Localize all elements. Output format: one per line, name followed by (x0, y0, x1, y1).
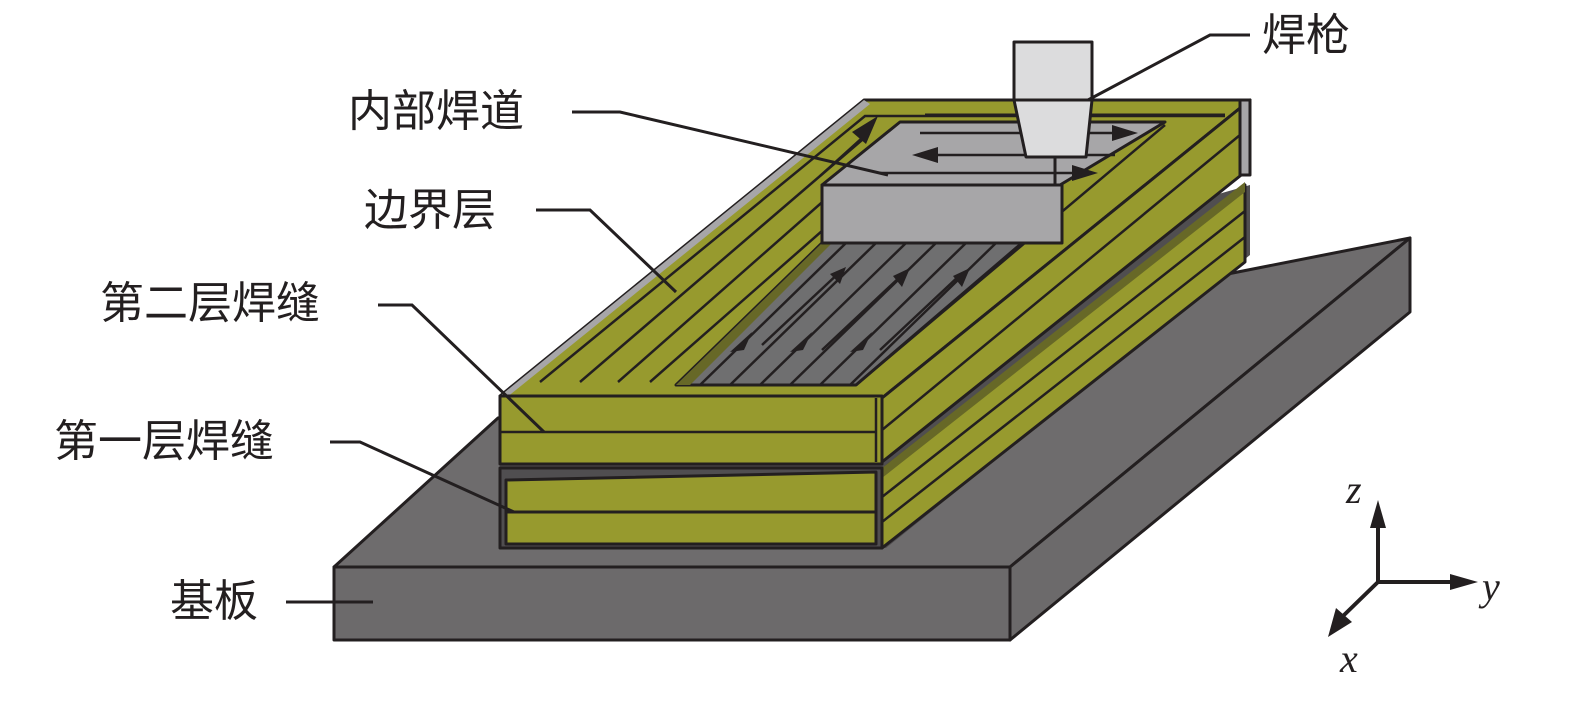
leader-lines (286, 33, 1250, 604)
leader-first-layer (330, 440, 515, 514)
leader-boundary-layer (536, 208, 678, 294)
leader-inner-bead (572, 110, 889, 177)
label-boundary-layer: 边界层 (364, 185, 496, 236)
inner-bead-lines (699, 242, 997, 386)
label-second-layer-weld: 第二层焊缝 (100, 278, 320, 329)
x-arrowhead (1328, 608, 1352, 637)
axis-triad: z y x (1328, 467, 1500, 681)
torch-body (1012, 40, 1094, 102)
border-direction-arrow (852, 116, 878, 144)
torch-nozzle (1012, 98, 1094, 159)
substrate-right-face (1008, 236, 1412, 642)
label-substrate: 基板 (170, 576, 258, 627)
inner-path-arrows (730, 267, 970, 352)
label-first-layer-weld: 第一层焊缝 (54, 416, 274, 467)
label-torch: 焊枪 (1262, 10, 1350, 61)
first-layer-weld (498, 182, 1247, 550)
x-axis-label: x (1339, 636, 1358, 681)
leader-torch (1087, 33, 1250, 102)
welding-torch (1012, 40, 1094, 185)
y-arrowhead (1450, 574, 1478, 590)
second-layer-front (498, 394, 884, 466)
label-inner-bead: 内部焊道 (348, 86, 524, 137)
y-axis-label: y (1478, 564, 1500, 609)
substrate-front-face (332, 565, 1012, 642)
x-axis (1340, 580, 1380, 619)
z-arrowhead (1370, 500, 1386, 528)
leader-second-layer (378, 303, 546, 434)
z-axis-label: z (1345, 467, 1362, 512)
